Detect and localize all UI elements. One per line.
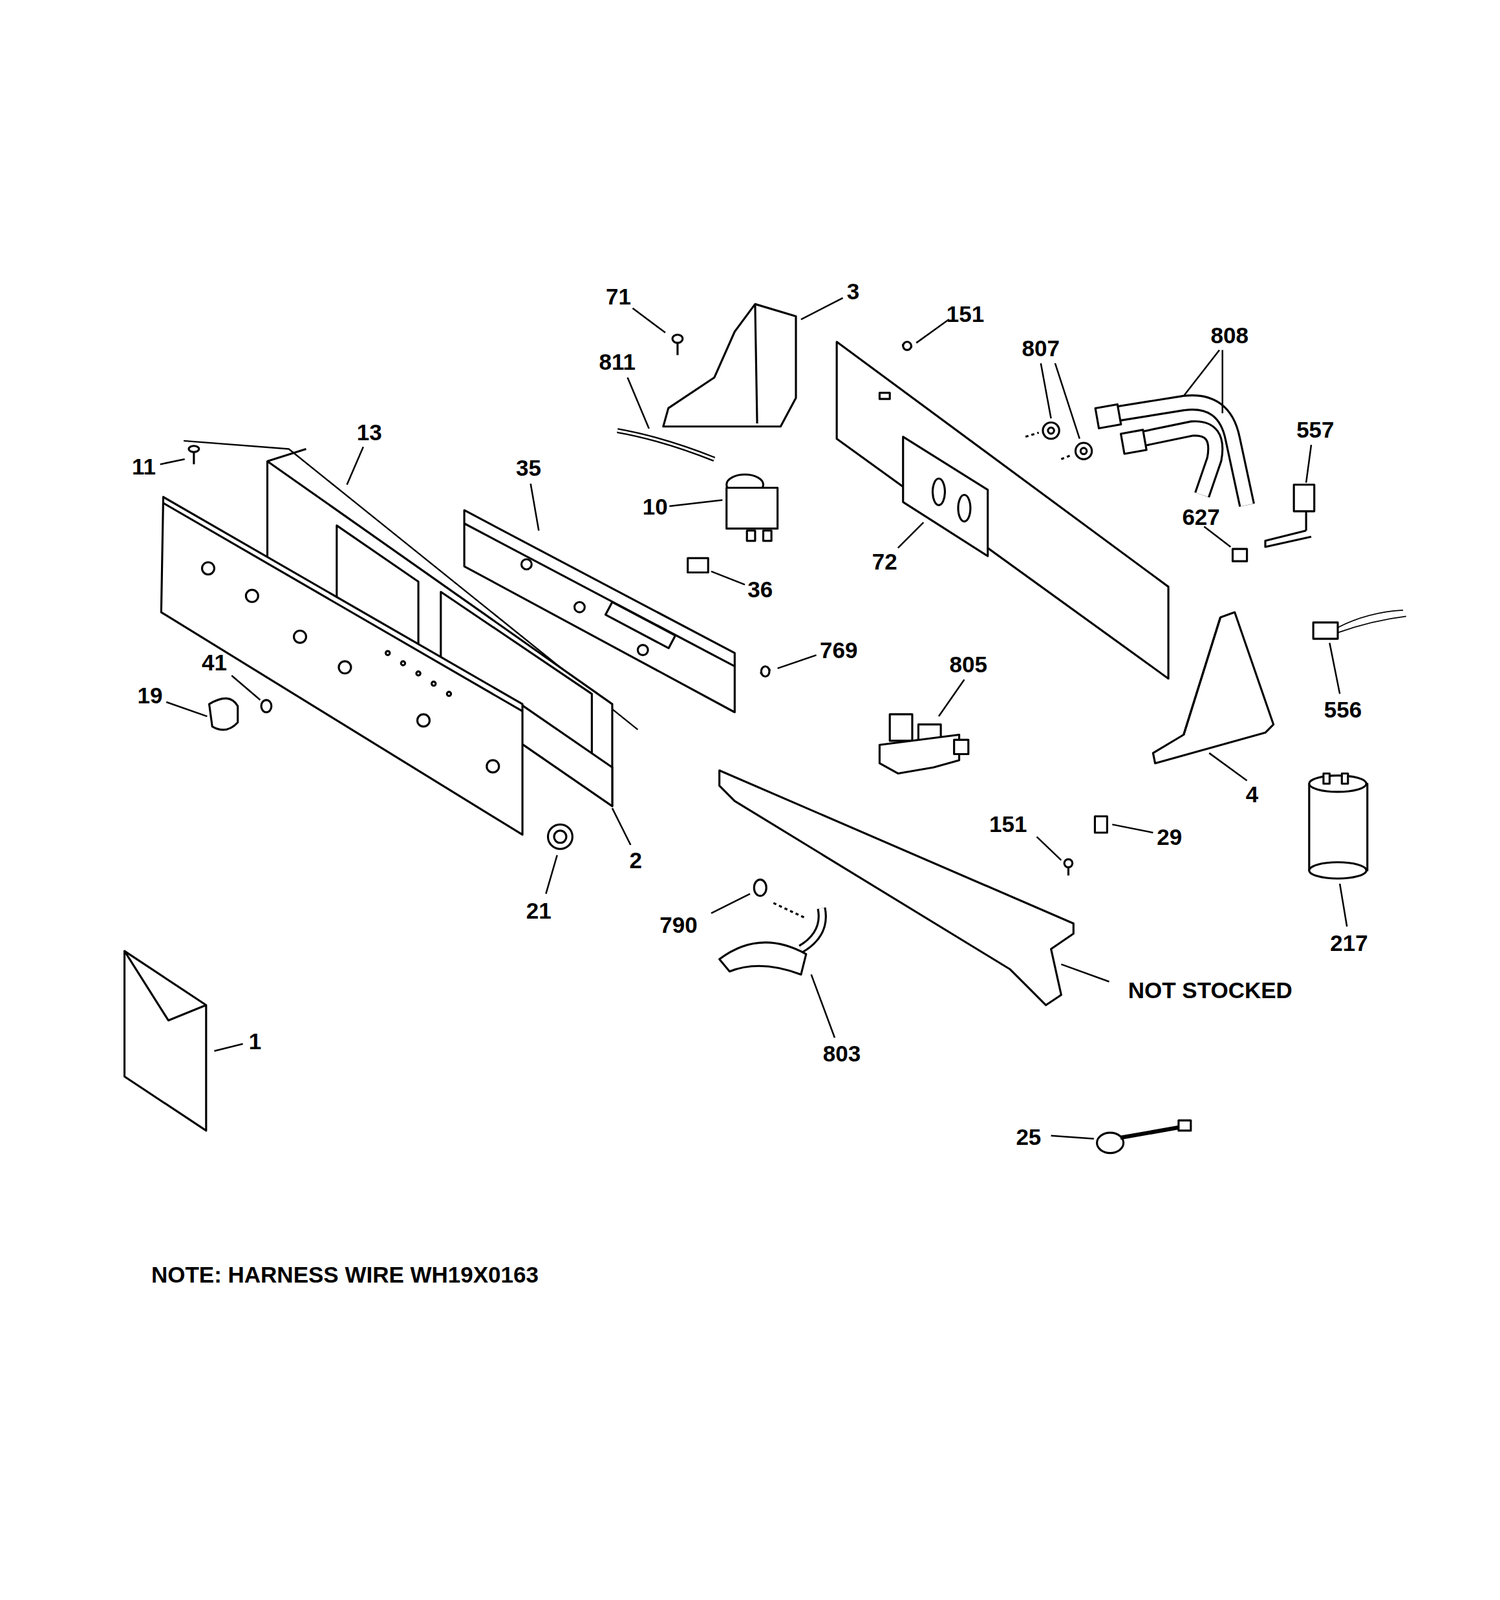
callout-number: 557 (1296, 418, 1334, 441)
capacitor (1309, 773, 1368, 879)
callout-number: 71 (605, 284, 632, 308)
sensor (1097, 1120, 1191, 1154)
callout-number: 790 (659, 912, 697, 936)
note-text: NOTE: HARNESS WIRE WH19X0163 (151, 1263, 539, 1286)
fill-hose (1106, 402, 1247, 506)
callout-number: 151 (989, 812, 1027, 835)
callout-number: 11 (131, 455, 156, 478)
callout-number: 803 (823, 1041, 861, 1065)
callout-number: 29 (1156, 825, 1182, 849)
callout-number: 13 (356, 420, 383, 443)
knob (209, 698, 238, 730)
callout-number: 811 (599, 349, 636, 373)
callout-number: 627 (1181, 504, 1220, 528)
callout-number: 21 (526, 898, 552, 922)
callout-number: 72 (872, 550, 898, 573)
callout-number: 1 (248, 1029, 262, 1052)
end-bracket (1152, 612, 1274, 764)
callout-number: 769 (819, 638, 858, 662)
note-text: NOT STOCKED (1128, 978, 1293, 1001)
callout-number: 25 (1015, 1125, 1041, 1149)
callout-number: 10 (642, 494, 668, 518)
inlet-nozzle (719, 903, 823, 975)
callout-number: 2 (629, 848, 643, 872)
callout-number: 805 (949, 653, 988, 676)
screw (188, 446, 200, 465)
callout-number: 556 (1324, 697, 1362, 721)
callout-number: 151 (946, 301, 985, 325)
leader-lines (160, 298, 1347, 1140)
callout-number: 36 (747, 577, 773, 600)
back-plate (836, 342, 1169, 679)
callout-number: 35 (515, 455, 542, 479)
literature-envelope (124, 951, 207, 1131)
callout-number: 41 (201, 651, 227, 674)
end-bracket (663, 303, 796, 427)
callout-number: 807 (1022, 336, 1060, 360)
callout-number: 4 (1245, 782, 1259, 805)
callout-number: 808 (1210, 323, 1249, 346)
callout-number: 217 (1329, 931, 1368, 955)
pressure-switch (726, 474, 778, 542)
callout-number: 3 (846, 279, 860, 302)
callout-number: 19 (137, 683, 163, 707)
mounting-plate (719, 770, 1074, 1006)
control-board (464, 510, 735, 713)
water-valve (879, 714, 968, 774)
